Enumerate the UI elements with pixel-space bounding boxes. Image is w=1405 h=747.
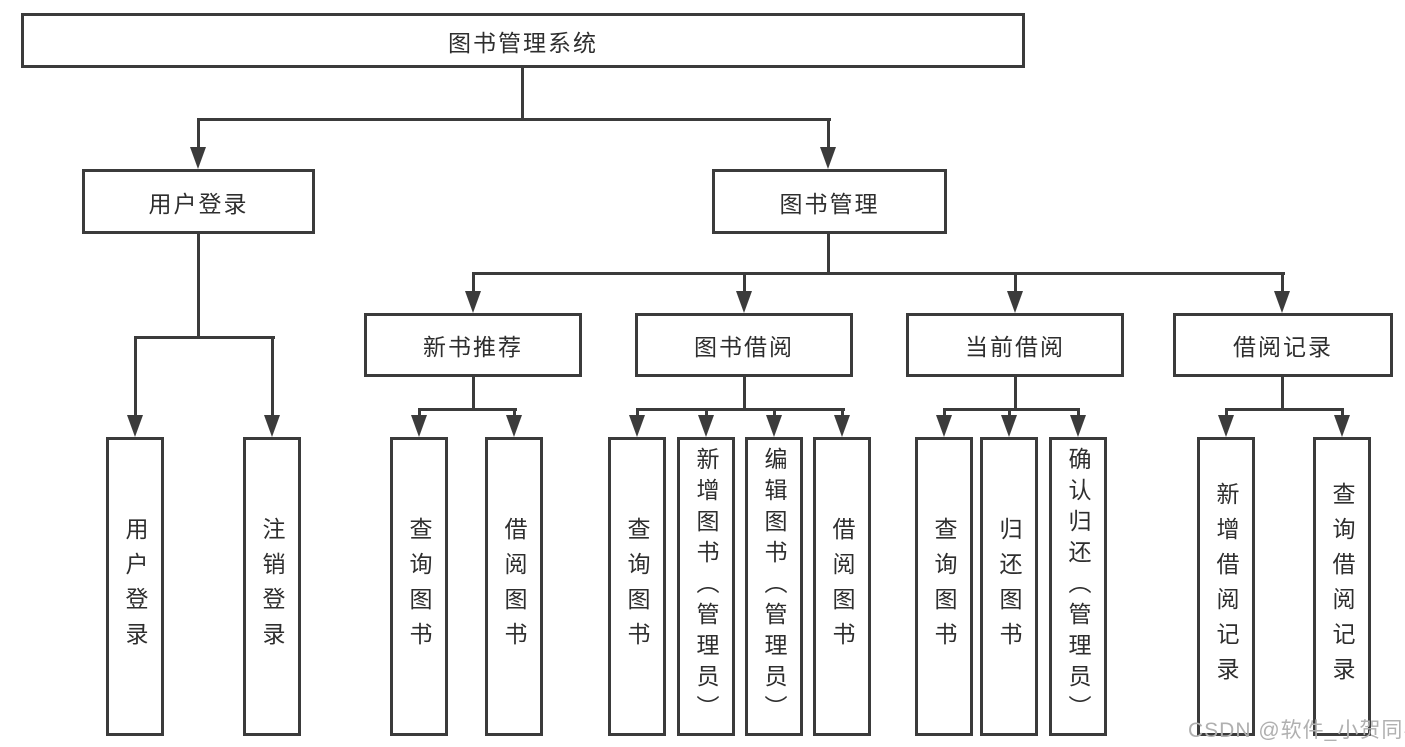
connector-vline	[943, 408, 946, 418]
arrow-down-icon	[1334, 415, 1350, 437]
node-user-login: 用户登录	[82, 169, 315, 234]
connector-vline	[1281, 272, 1284, 294]
connector-vline	[1008, 408, 1011, 418]
arrow-down-icon	[264, 415, 280, 437]
connector-vline	[1341, 408, 1344, 418]
node-leaf-add-books-admin: 新增图书（管理员）	[677, 437, 735, 736]
connector-vline	[827, 234, 830, 275]
node-book-borrow: 图书借阅	[635, 313, 853, 377]
connector-hline	[418, 408, 517, 411]
node-leaf-return-books: 归还图书	[980, 437, 1038, 736]
node-new-book-recommend: 新书推荐	[364, 313, 582, 377]
node-root: 图书管理系统	[21, 13, 1025, 68]
connector-hline	[943, 408, 1080, 411]
node-leaf-query-borrow-record: 查询借阅记录	[1313, 437, 1371, 736]
connector-vline	[513, 408, 516, 418]
connector-vline	[271, 336, 274, 417]
connector-vline	[472, 377, 475, 410]
arrow-down-icon	[1007, 291, 1023, 313]
arrow-down-icon	[1070, 415, 1086, 437]
connector-vline	[521, 68, 524, 121]
connector-vline	[705, 408, 708, 418]
node-leaf-query-books-borrow: 查询图书	[608, 437, 666, 736]
arrow-down-icon	[465, 291, 481, 313]
connector-vline	[743, 272, 746, 294]
node-leaf-user-login: 用户登录	[106, 437, 164, 736]
connector-vline	[1281, 377, 1284, 410]
arrow-down-icon	[190, 147, 206, 169]
node-leaf-edit-books-admin: 编辑图书（管理员）	[745, 437, 803, 736]
arrow-down-icon	[629, 415, 645, 437]
node-leaf-borrow-books-recommend: 借阅图书	[485, 437, 543, 736]
connector-hline	[134, 336, 275, 339]
arrow-down-icon	[698, 415, 714, 437]
connector-hline	[472, 272, 1285, 275]
node-borrow-records: 借阅记录	[1173, 313, 1393, 377]
node-leaf-add-borrow-record: 新增借阅记录	[1197, 437, 1255, 736]
node-leaf-confirm-return-admin: 确认归还（管理员）	[1049, 437, 1107, 736]
connector-hline	[1225, 408, 1344, 411]
arrow-down-icon	[766, 415, 782, 437]
connector-vline	[1014, 377, 1017, 410]
connector-vline	[418, 408, 421, 418]
arrow-down-icon	[1001, 415, 1017, 437]
connector-hline	[636, 408, 845, 411]
node-leaf-borrow-books: 借阅图书	[813, 437, 871, 736]
csdn-watermark: CSDN @软件_小贺同学	[1188, 719, 1405, 742]
connector-vline	[134, 336, 137, 417]
arrow-down-icon	[820, 147, 836, 169]
node-book-management: 图书管理	[712, 169, 947, 234]
connector-vline	[1225, 408, 1228, 418]
node-current-borrow: 当前借阅	[906, 313, 1124, 377]
arrow-down-icon	[936, 415, 952, 437]
arrow-down-icon	[1274, 291, 1290, 313]
arrow-down-icon	[1218, 415, 1234, 437]
connector-vline	[827, 118, 830, 150]
connector-vline	[743, 377, 746, 410]
connector-vline	[1077, 408, 1080, 418]
arrow-down-icon	[506, 415, 522, 437]
arrow-down-icon	[127, 415, 143, 437]
arrow-down-icon	[736, 291, 752, 313]
connector-vline	[197, 234, 200, 338]
node-leaf-query-books-recommend: 查询图书	[390, 437, 448, 736]
node-leaf-query-books-current: 查询图书	[915, 437, 973, 736]
arrow-down-icon	[411, 415, 427, 437]
connector-vline	[472, 272, 475, 294]
connector-vline	[1014, 272, 1017, 294]
connector-vline	[636, 408, 639, 418]
connector-vline	[197, 118, 200, 150]
node-leaf-logout: 注销登录	[243, 437, 301, 736]
arrow-down-icon	[834, 415, 850, 437]
connector-vline	[841, 408, 844, 418]
connector-hline	[197, 118, 831, 121]
connector-vline	[773, 408, 776, 418]
